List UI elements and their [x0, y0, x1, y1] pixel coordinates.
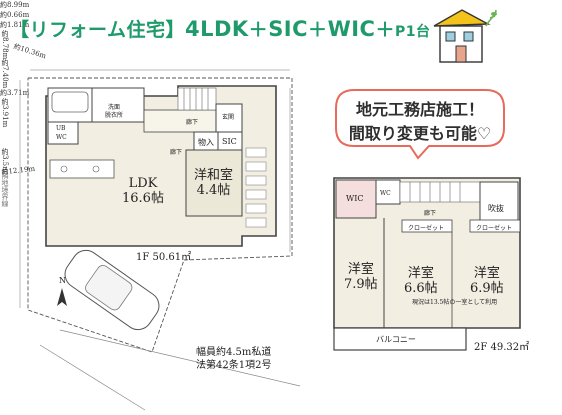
- boundary-note: 隣地境界線: [1, 172, 9, 208]
- entrance: [215, 103, 243, 133]
- headline-bracket-open: 【: [10, 19, 30, 41]
- wic-room: [335, 179, 377, 219]
- sic-label: SIC: [222, 137, 237, 146]
- hall2-label: 廊下: [170, 149, 183, 156]
- callout-bubble: 地元工務店施工！ 間取り変更も可能♡: [334, 88, 506, 160]
- bubble-line-2: 間取り変更も可能♡: [348, 124, 492, 143]
- dim-top-right-2: 約1.81m: [0, 21, 30, 29]
- headline-layout: 4LDK: [184, 17, 249, 41]
- washroom-label: 洗面脱衣所: [105, 104, 124, 119]
- headline-bracket-close: 】: [165, 19, 185, 41]
- headline-plus-1: ＋: [248, 19, 269, 41]
- stairs-1f: [177, 87, 217, 111]
- north-label: N: [59, 276, 66, 285]
- dim-gap-right: 約3.5m: [1, 147, 9, 173]
- stairwell: [479, 181, 519, 223]
- road-label: 幅員約4.5m私道法第42条1項2号: [196, 347, 272, 371]
- floor2-note: 現況は13.5帖の一室として利用: [412, 299, 498, 306]
- site-boundary: [27, 77, 293, 353]
- headline-sic: SIC: [268, 17, 309, 41]
- storage-label: 物入: [198, 138, 214, 147]
- balcony-label: バルコニー: [376, 335, 416, 344]
- car-icon: [64, 249, 160, 331]
- floor2-area: 2F 49.32㎡: [474, 342, 530, 353]
- headline-wic: WIC: [327, 17, 376, 41]
- headline-parking: P1台: [394, 24, 431, 40]
- dim-right: 約7.40m: [1, 59, 9, 89]
- stairs-2f: [399, 181, 481, 203]
- ub-label: UB: [56, 125, 66, 132]
- stairwell-label: 吹抜: [488, 204, 504, 213]
- hall-1f-label: 廊下: [186, 119, 199, 126]
- dim-bottom-right: 約3.91m: [1, 98, 9, 128]
- dim-bottom: 約3.71m: [0, 89, 30, 98]
- dim-top: 約8.99m: [0, 1, 30, 9]
- wic-label: WIC: [346, 194, 364, 203]
- north-arrow-icon: [57, 288, 67, 306]
- floor2-building: [333, 177, 521, 329]
- kitchen-counter: [49, 159, 115, 179]
- headline-plus-2: ＋: [308, 19, 328, 41]
- house-icon: [433, 9, 497, 63]
- closet-1: [401, 219, 453, 233]
- headline-plus-3: ＋: [375, 19, 395, 41]
- balcony: [333, 327, 467, 351]
- dim-top-right: 約0.66m: [0, 11, 30, 19]
- wc-1f: [47, 121, 79, 145]
- walkway: [245, 147, 267, 228]
- wc-1f-label: WC: [56, 134, 67, 141]
- japanese-room: [185, 149, 243, 217]
- headline-type: リフォーム住宅: [29, 19, 166, 41]
- wc-2f-label: WC: [380, 190, 391, 197]
- bubble-line-1: 地元工務店施工！: [355, 100, 484, 119]
- floor1-area: 1F 50.61㎡: [136, 252, 192, 263]
- closet-2: [469, 219, 521, 233]
- headline: 【リフォーム住宅】4LDK＋SIC＋WIC＋P1台: [10, 15, 430, 42]
- bubble-shape: [335, 89, 505, 160]
- dim-left: 約8.78m: [1, 30, 9, 60]
- closet-1-label: クローゼット: [408, 225, 445, 232]
- hall-2f-label: 廊下: [424, 210, 437, 217]
- closet-2-label: クローゼット: [476, 225, 513, 232]
- entrance-label: 玄関: [222, 114, 235, 121]
- washroom: [91, 87, 145, 123]
